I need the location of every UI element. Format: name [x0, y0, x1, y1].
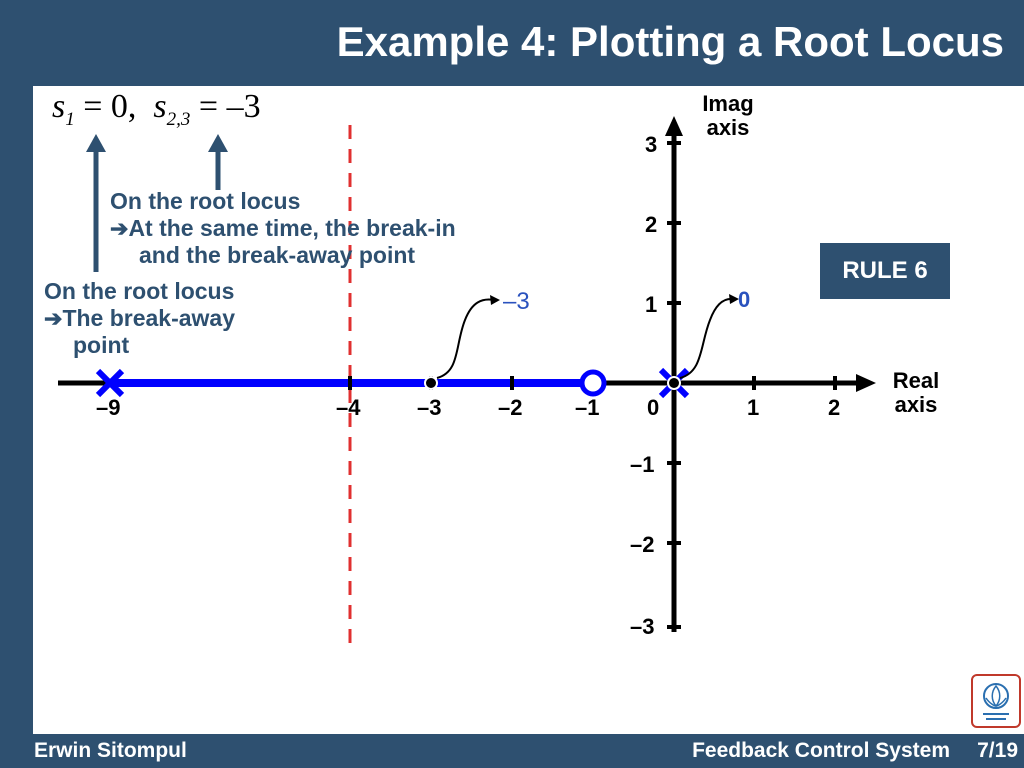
right-arrow-icon: ➔ — [44, 306, 63, 331]
callout-curve-zero — [679, 297, 734, 379]
right-arrow-icon: ➔ — [110, 216, 129, 241]
break-away-note: On the root locus ➔The break-away point — [44, 278, 235, 359]
formula: s1 = 0, s2,3 = –3 — [52, 88, 261, 131]
y-tick-label: –1 — [630, 452, 655, 477]
callout-arrowhead — [729, 294, 739, 304]
break-in-note-line2: At the same time, the break-in — [128, 215, 456, 241]
slide-title: Example 4: Plotting a Root Locus — [336, 18, 1004, 65]
break-away-note-line2: The break-away — [62, 305, 236, 331]
formula-s1-eq: = 0, — [83, 88, 137, 125]
footer-page-number: 7/19 — [977, 739, 1018, 762]
logo-emblem-icon — [983, 683, 1009, 720]
callout-label-minus3: –3 — [503, 288, 530, 315]
break-away-note-line3: point — [73, 332, 130, 358]
x-tick-label: –4 — [336, 395, 361, 420]
real-axis-label: Real axis — [878, 369, 954, 417]
break-away-point-marker — [667, 376, 681, 390]
y-tick-label: 3 — [645, 132, 658, 157]
formula-s23-sub: 2,3 — [166, 108, 191, 130]
y-tick-label: –2 — [630, 532, 655, 557]
rule-badge: RULE 6 — [820, 243, 950, 299]
slide-content — [33, 86, 1024, 734]
break-in-note: On the root locus ➔At the same time, the… — [110, 188, 456, 269]
x-tick-label: 2 — [828, 395, 841, 420]
footer-course: Feedback Control System — [692, 739, 950, 762]
x-tick-label: –3 — [417, 395, 442, 420]
zero-circle-icon — [579, 369, 607, 397]
break-away-note-line1: On the root locus — [44, 278, 235, 304]
callout-arrowhead — [490, 295, 500, 305]
real-axis-arrowhead — [856, 374, 876, 392]
x-tick-label: 0 — [647, 395, 660, 420]
up-arrow-icon — [86, 134, 106, 272]
imag-axis-label-line2: axis — [706, 115, 750, 140]
title-bar: Example 4: Plotting a Root Locus — [0, 0, 1024, 86]
y-tick-label: –3 — [630, 614, 655, 639]
formula-s23: s — [153, 88, 167, 125]
footer-author: Erwin Sitompul — [34, 739, 187, 762]
formula-s1-sub: 1 — [65, 108, 75, 130]
imag-axis-label: Imag axis — [690, 92, 766, 140]
x-tick-label: –2 — [498, 395, 523, 420]
y-tick-label: 2 — [645, 212, 658, 237]
x-tick-label: –9 — [96, 395, 121, 420]
callout-curve-minus3 — [436, 298, 495, 379]
up-arrow-icon — [208, 134, 228, 190]
formula-s1: s — [52, 88, 66, 125]
callout-label-zero: 0 — [738, 287, 751, 312]
real-axis-label-line2: axis — [894, 392, 938, 417]
break-in-note-line1: On the root locus — [110, 188, 301, 214]
imag-axis-arrowhead — [665, 116, 683, 136]
x-tick-label: –1 — [575, 395, 600, 420]
imag-axis-label-line1: Imag — [702, 91, 754, 116]
university-logo — [971, 674, 1021, 728]
formula-s23-eq: = –3 — [198, 88, 261, 125]
real-axis-label-line1: Real — [892, 368, 940, 393]
pole-x-mark-icon — [95, 368, 125, 398]
y-tick-label: 1 — [645, 292, 658, 317]
footer-bar: Erwin Sitompul Feedback Control System 7… — [0, 734, 1024, 768]
x-tick-label: 1 — [747, 395, 760, 420]
break-in-point-marker — [424, 376, 438, 390]
break-in-note-line3: and the break-away point — [139, 242, 416, 268]
